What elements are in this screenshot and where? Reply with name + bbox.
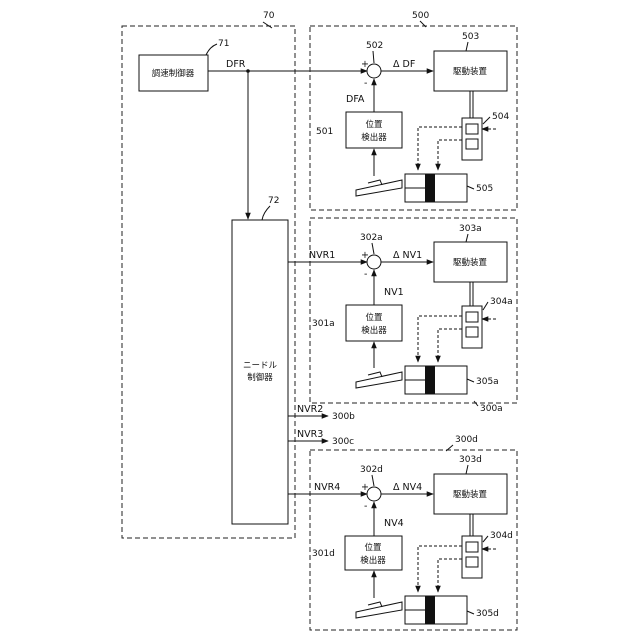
label-nv4: NV4 (384, 518, 404, 529)
nvr3-output: NVR3 300c (288, 429, 354, 447)
ref-301d: 301d (312, 549, 335, 559)
speed-controller-label: 調速制御器 (152, 68, 195, 79)
unit-300d: 300d NVR4 302d + - Δ NV4 駆動装置 303d 位置 検出… (288, 435, 517, 630)
plus-sign-302d: + (361, 482, 369, 493)
ref-304a: 304a (490, 297, 513, 307)
ref-300a: 300a (480, 404, 503, 414)
ref-505: 505 (476, 184, 493, 194)
label-nvr4: NVR4 (314, 482, 340, 493)
drive-303a-label: 駆動装置 (453, 257, 488, 268)
plus-sign: + (361, 59, 369, 70)
ref-303d: 303d (459, 455, 482, 465)
detector-501-label-2: 検出器 (361, 132, 387, 143)
deflector-305a (356, 372, 402, 388)
ref-302a: 302a (360, 233, 383, 243)
ref-500: 500 (412, 11, 429, 21)
detector-301d-label-1: 位置 (364, 542, 382, 553)
ref-72: 72 (268, 196, 279, 206)
summing-junction-502 (367, 64, 381, 78)
ref-303a: 303a (459, 224, 482, 234)
dfr-signal: DFR (208, 59, 367, 219)
ref-300c: 300c (332, 437, 354, 447)
label-delta-nv4: Δ NV4 (393, 482, 422, 493)
needle-controller-box (232, 220, 288, 524)
ref-305a: 305a (476, 377, 499, 387)
minus-sign-302a: - (364, 269, 367, 280)
needle-controller-label-1: ニードル (243, 361, 278, 371)
label-nvr3: NVR3 (297, 429, 323, 440)
ref-70: 70 (263, 11, 275, 21)
speed-controller: 調速制御器 71 (139, 39, 229, 91)
minus-sign: - (364, 78, 367, 89)
needle-controller: ニードル 制御器 72 (232, 196, 288, 524)
drive-303d-label: 駆動装置 (453, 489, 488, 500)
nvr2-output: NVR2 300b (288, 404, 355, 422)
ref-71: 71 (218, 39, 229, 49)
ref-502: 502 (366, 41, 383, 51)
summing-junction-302a (367, 255, 381, 269)
label-nv1: NV1 (384, 287, 404, 298)
label-dfa: DFA (346, 94, 365, 105)
label-delta-df: Δ DF (393, 59, 415, 70)
needle-controller-label-2: 制御器 (247, 372, 273, 383)
detector-301a-label-2: 検出器 (361, 325, 387, 336)
ref-304d: 304d (490, 531, 513, 541)
drive-503-label: 駆動装置 (453, 66, 488, 77)
summing-junction-302d (367, 487, 381, 501)
detector-301a-label-1: 位置 (365, 312, 383, 323)
detector-501-label-1: 位置 (365, 119, 383, 130)
ref-504: 504 (492, 112, 509, 122)
deflector-305d (356, 602, 402, 618)
deflector-505 (356, 180, 402, 196)
ref-300d: 300d (455, 435, 478, 445)
plus-sign-302a: + (361, 250, 369, 261)
ref-501: 501 (316, 127, 333, 137)
ref-300b: 300b (332, 412, 355, 422)
unit-500: 500 502 + - Δ DF 駆動装置 503 位置 検出器 501 DFA… (310, 11, 517, 210)
minus-sign-302d: - (364, 501, 367, 512)
detector-301d-label-2: 検出器 (360, 555, 386, 566)
ref-503: 503 (462, 32, 479, 42)
label-dfr: DFR (226, 59, 246, 70)
unit-300a: 300a NVR1 302a + - Δ NV1 駆動装置 303a 位置 検出… (288, 218, 517, 414)
label-nvr1: NVR1 (309, 250, 335, 261)
label-delta-nv1: Δ NV1 (393, 250, 422, 261)
ref-301a: 301a (312, 319, 335, 329)
ref-302d: 302d (360, 465, 383, 475)
label-nvr2: NVR2 (297, 404, 323, 415)
ref-305d: 305d (476, 609, 499, 619)
